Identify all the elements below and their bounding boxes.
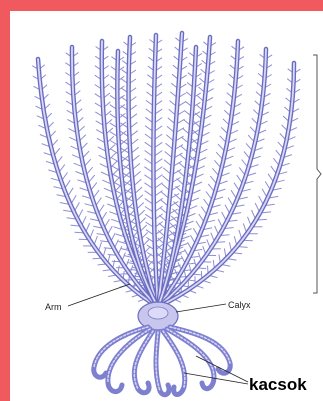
bracket (313, 55, 321, 293)
arm-label: Arm (45, 302, 62, 312)
cirri-leader-line (196, 356, 248, 382)
cirri-label: kacsok (249, 375, 307, 395)
cirri (94, 327, 231, 395)
crinoid-illustration (10, 11, 323, 401)
calyx-label: Calyx (228, 300, 251, 310)
calyx-leader-line (176, 304, 226, 312)
arm-leader-line (68, 284, 130, 306)
diagram-panel: Arm Calyx kacsok (10, 11, 323, 401)
calyx-center (148, 307, 168, 319)
